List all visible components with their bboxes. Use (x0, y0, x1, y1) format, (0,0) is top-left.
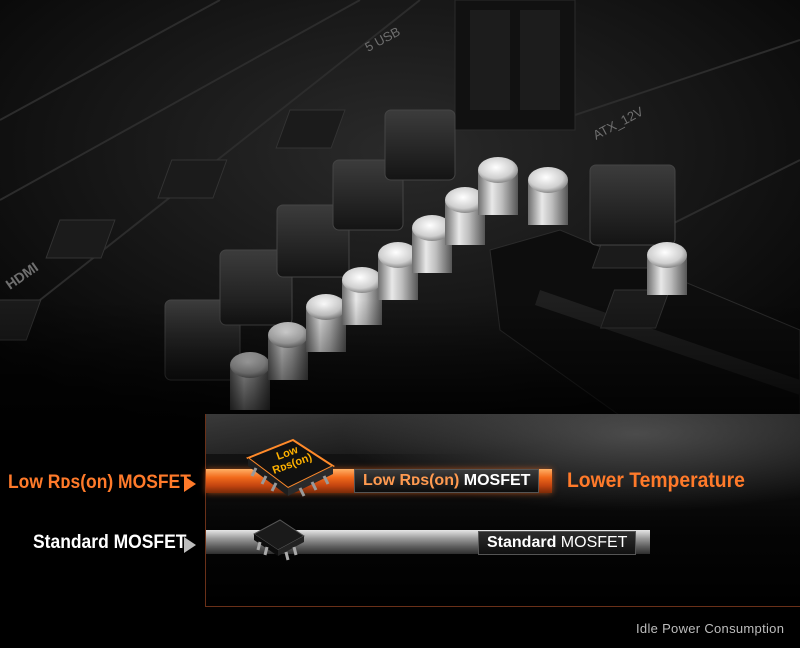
triangle-right-icon (184, 476, 196, 492)
result-lower-temperature: Lower Temperature (567, 469, 745, 492)
bar-label-low-rest: MOSFET (459, 472, 531, 489)
chart-panel (205, 414, 800, 607)
orange-mosfet-chip-icon: Low Rᴅs(on) (245, 438, 336, 497)
bar-label-std-rest: MOSFET (556, 534, 628, 551)
bar-label-low-hl: Low Rᴅs(on) (363, 472, 460, 489)
bar-label-standard: Standard MOSFET (478, 531, 637, 555)
bar-label-std-hl: Standard (487, 534, 557, 551)
triangle-right-icon (184, 537, 196, 553)
black-mosfet-chip-icon (253, 519, 305, 561)
row-label-low-rds: Low Rᴅs(on) MOSFET (8, 472, 191, 493)
bar-label-low-rds: Low Rᴅs(on) MOSFET (354, 469, 540, 493)
motherboard-vrm-illustration: 5 USB ATX_12V HDMI (0, 0, 800, 430)
row-label-standard: Standard MOSFET (33, 532, 187, 553)
axis-label-idle-power: Idle Power Consumption (636, 621, 785, 636)
